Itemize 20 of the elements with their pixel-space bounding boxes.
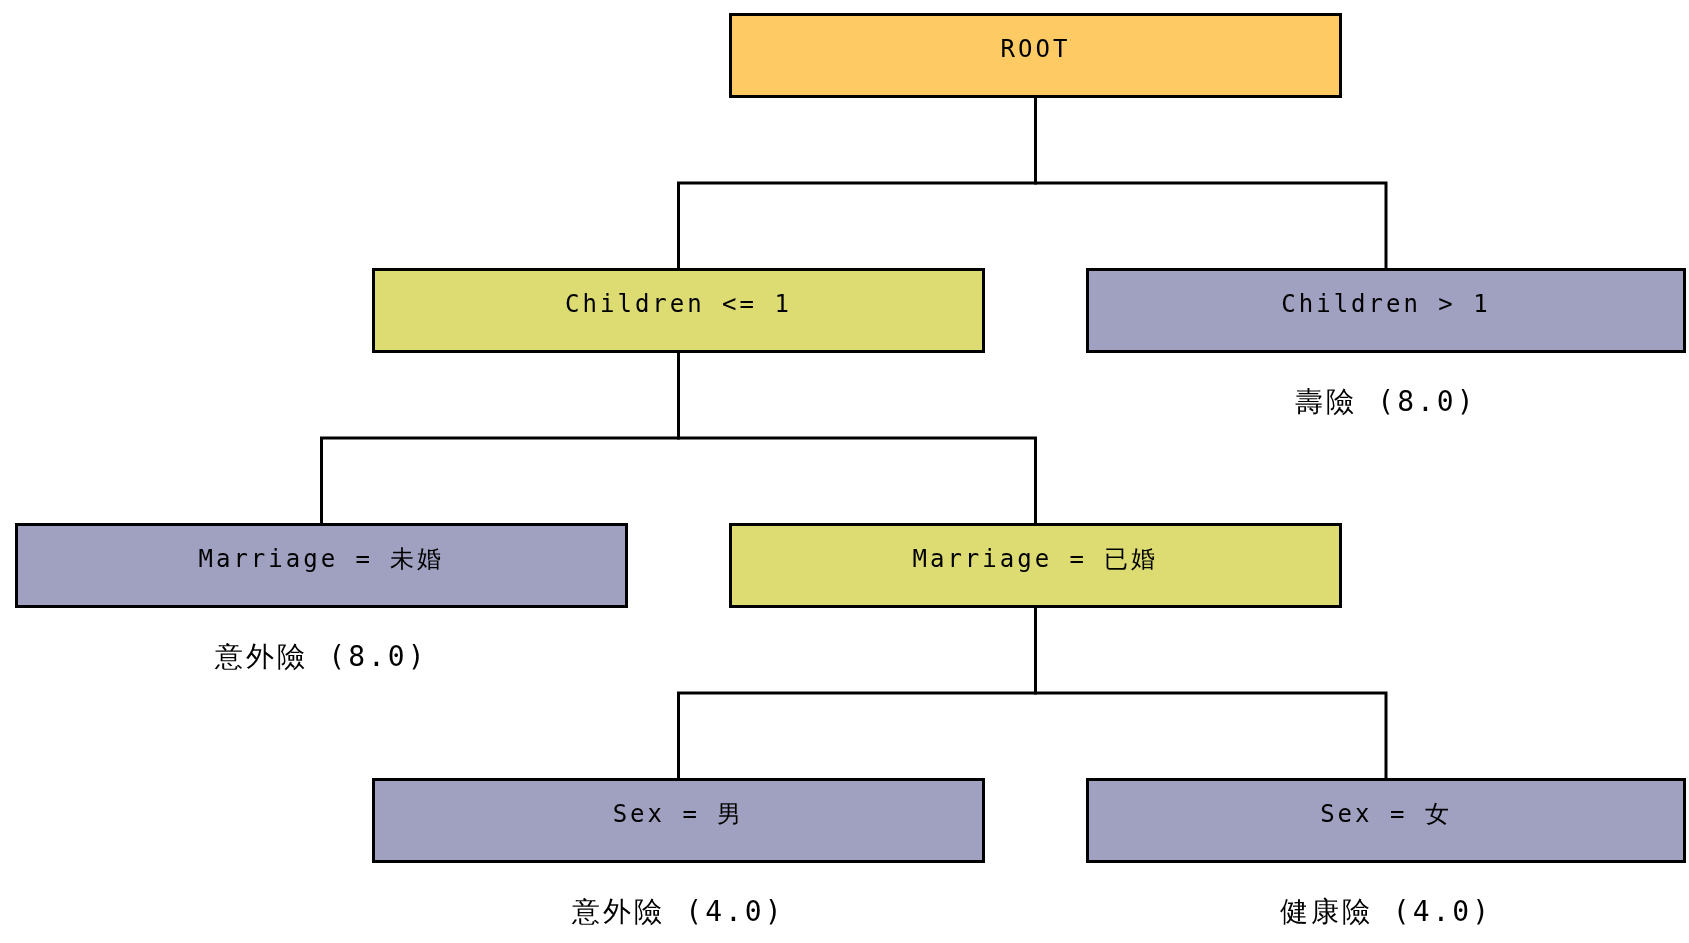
leaf-result-label: 壽險 (8.0) [1295,384,1477,420]
tree-node-box [372,268,985,353]
tree-node-box [1086,778,1686,863]
connector-line [1034,608,1388,778]
node-label: Children <= 1 [565,289,792,318]
node-label: Marriage = 已婚 [912,543,1159,575]
tree-node-box [729,13,1342,98]
tree-node-box [1086,268,1686,353]
leaf-result-label: 健康險 (4.0) [1279,894,1493,930]
tree-node-box [372,778,985,863]
connector-line [1034,98,1388,268]
leaf-result-label: 意外險 (4.0) [572,894,785,930]
node-label: Children > 1 [1281,289,1491,318]
leaf-result-label: 意外險 (8.0) [215,639,428,675]
node-label: ROOT [1000,34,1071,63]
tree-node-box [15,523,628,608]
node-label: Marriage = 未婚 [198,543,445,575]
node-label: Sex = 男 [612,798,745,830]
tree-node-box [729,523,1342,608]
node-label: Sex = 女 [1320,798,1452,830]
